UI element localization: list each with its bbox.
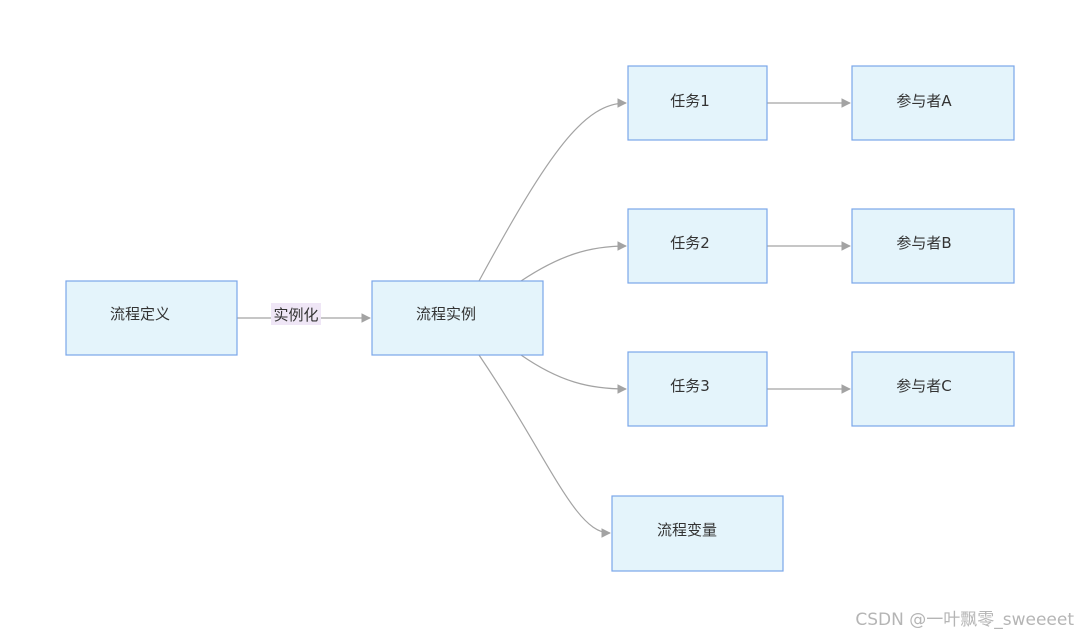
node-task-1[interactable]: 任务1 [627, 65, 768, 141]
node-participant-a[interactable]: 参与者A [851, 65, 1015, 141]
node-label: 流程定义 [110, 305, 170, 323]
edge-instance-to-task2 [520, 241, 627, 282]
node-task-2[interactable]: 任务2 [627, 208, 768, 284]
node-task-3[interactable]: 任务3 [627, 351, 768, 427]
node-process-variables[interactable]: 流程变量 [611, 495, 784, 572]
edge-instance-to-variables [478, 354, 611, 538]
node-participant-b[interactable]: 参与者B [851, 208, 1015, 284]
edge-label-background [271, 303, 321, 325]
edge-instance-to-task3 [520, 354, 627, 394]
watermark: CSDN @一叶飘零_sweeeet [855, 610, 1074, 630]
node-label: 流程实例 [416, 305, 476, 323]
node-label: 任务3 [670, 377, 710, 395]
node-label: 参与者B [896, 234, 951, 252]
node-participant-c[interactable]: 参与者C [851, 351, 1015, 427]
node-label: 流程变量 [657, 521, 717, 539]
edge-instance-to-task1 [478, 98, 627, 282]
node-label: 参与者C [896, 377, 951, 395]
node-label: 参与者A [896, 92, 952, 110]
node-process-instance[interactable]: 流程实例 [371, 280, 544, 356]
edge-label-instantiate: 实例化 [273, 306, 318, 324]
node-process-definition[interactable]: 流程定义 [65, 280, 238, 356]
node-label: 任务1 [670, 92, 710, 110]
node-label: 任务2 [670, 234, 710, 252]
